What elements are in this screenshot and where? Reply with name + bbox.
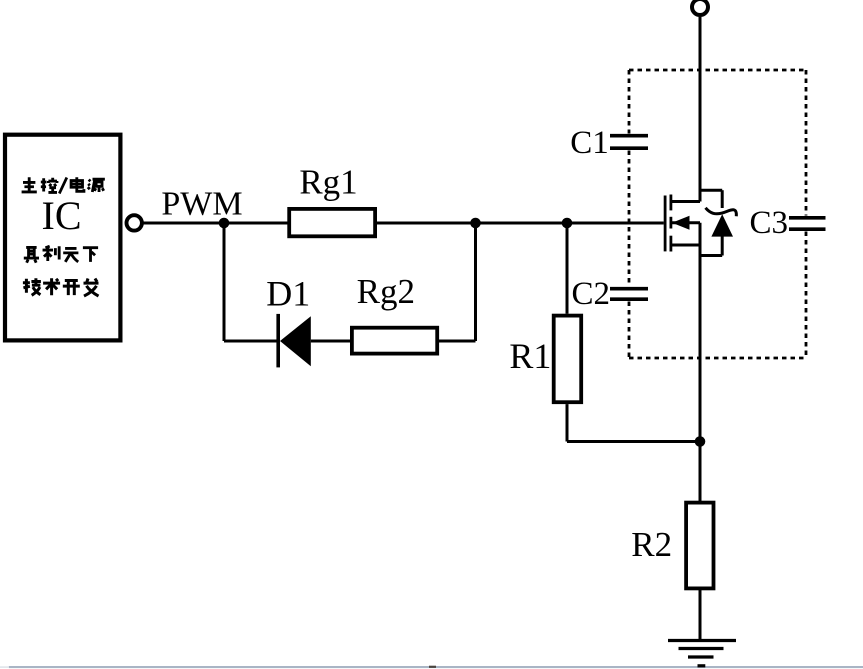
svg-text:Rg2: Rg2 bbox=[357, 272, 415, 311]
svg-text:C3: C3 bbox=[750, 205, 789, 241]
svg-text:Rg1: Rg1 bbox=[299, 162, 357, 201]
svg-text:C2: C2 bbox=[571, 276, 610, 312]
svg-text:D1: D1 bbox=[266, 274, 310, 314]
svg-text:IC: IC bbox=[42, 193, 82, 238]
svg-text:R2: R2 bbox=[631, 525, 672, 564]
svg-text:C1: C1 bbox=[570, 125, 609, 161]
svg-text:R1: R1 bbox=[509, 336, 551, 376]
svg-text:PWM: PWM bbox=[161, 186, 242, 223]
